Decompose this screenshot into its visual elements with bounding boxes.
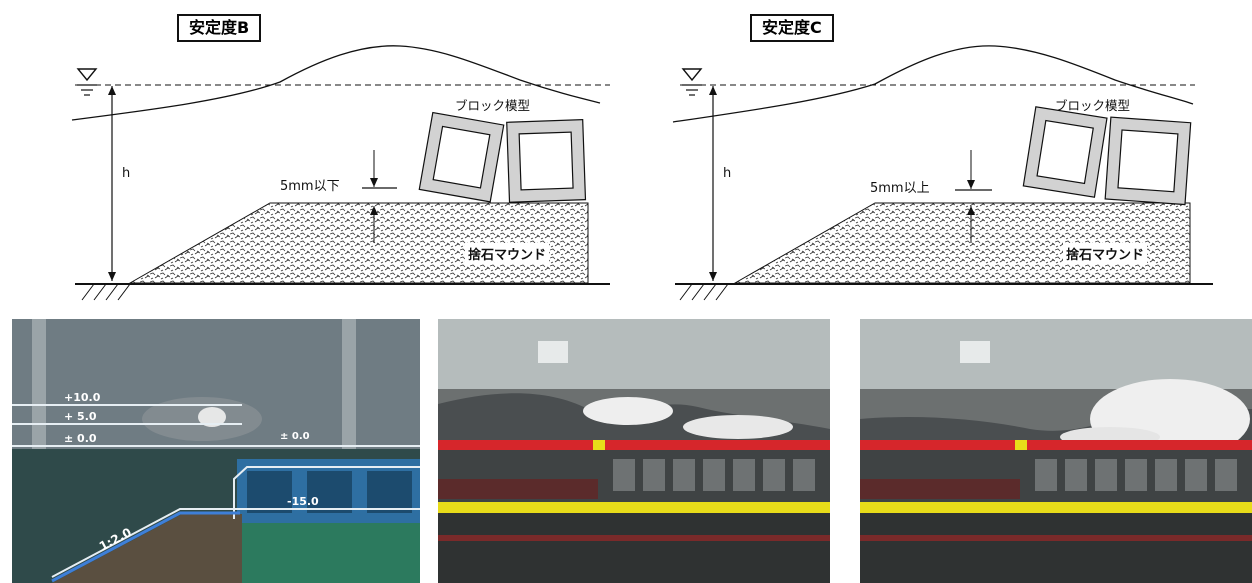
level-mark: -15.0 bbox=[287, 495, 319, 508]
wave-profile bbox=[672, 45, 1194, 123]
photo-wave-test-2 bbox=[860, 319, 1252, 583]
level-mark: + 5.0 bbox=[64, 410, 97, 423]
block-model-tilted bbox=[1022, 106, 1108, 198]
seabed-hatching bbox=[679, 283, 729, 301]
water-level-symbol bbox=[681, 68, 703, 82]
level-mark: ± 0.0 bbox=[64, 432, 97, 445]
mound-label: 捨石マウンド bbox=[465, 243, 550, 264]
block-model-tilted bbox=[418, 111, 505, 203]
mound-label: 捨石マウンド bbox=[1063, 243, 1148, 264]
seabed-hatching bbox=[81, 283, 131, 301]
block-model-upright bbox=[1104, 116, 1192, 206]
level-mark: +10.0 bbox=[64, 391, 101, 404]
diagram-stability-c: 安定度C h ブロック模型 5mm以上 捨石マウンド bbox=[665, 0, 1215, 305]
photo-wave-test-1 bbox=[438, 319, 830, 583]
diagram-title: 安定度B bbox=[177, 14, 262, 42]
block-model-label: ブロック模型 bbox=[1055, 98, 1131, 113]
photo-wave-test-2-drawing bbox=[860, 319, 1252, 583]
diagram-title: 安定度C bbox=[750, 14, 834, 42]
water-level-symbol bbox=[76, 68, 98, 82]
settlement-label: 5mm以上 bbox=[870, 181, 930, 196]
depth-label: h bbox=[723, 166, 732, 181]
wave-profile bbox=[71, 45, 601, 121]
photo-wave-test-1-drawing bbox=[438, 319, 830, 583]
level-mark: ± 0.0 bbox=[280, 431, 310, 442]
block-model-label: ブロック模型 bbox=[455, 98, 531, 113]
photo-flume-model-drawing: +10.0 + 5.0 ± 0.0 ± 0.0 -15.0 1:2.0 bbox=[12, 319, 420, 583]
settlement-label: 5mm以下 bbox=[280, 179, 340, 194]
diagram-stability-b: 安定度B h ブロック模型 5mm以下 捨石マウンド bbox=[60, 0, 610, 305]
block-model-upright bbox=[506, 119, 587, 203]
photo-flume-model: +10.0 + 5.0 ± 0.0 ± 0.0 -15.0 1:2.0 bbox=[12, 319, 420, 583]
depth-label: h bbox=[122, 166, 131, 181]
